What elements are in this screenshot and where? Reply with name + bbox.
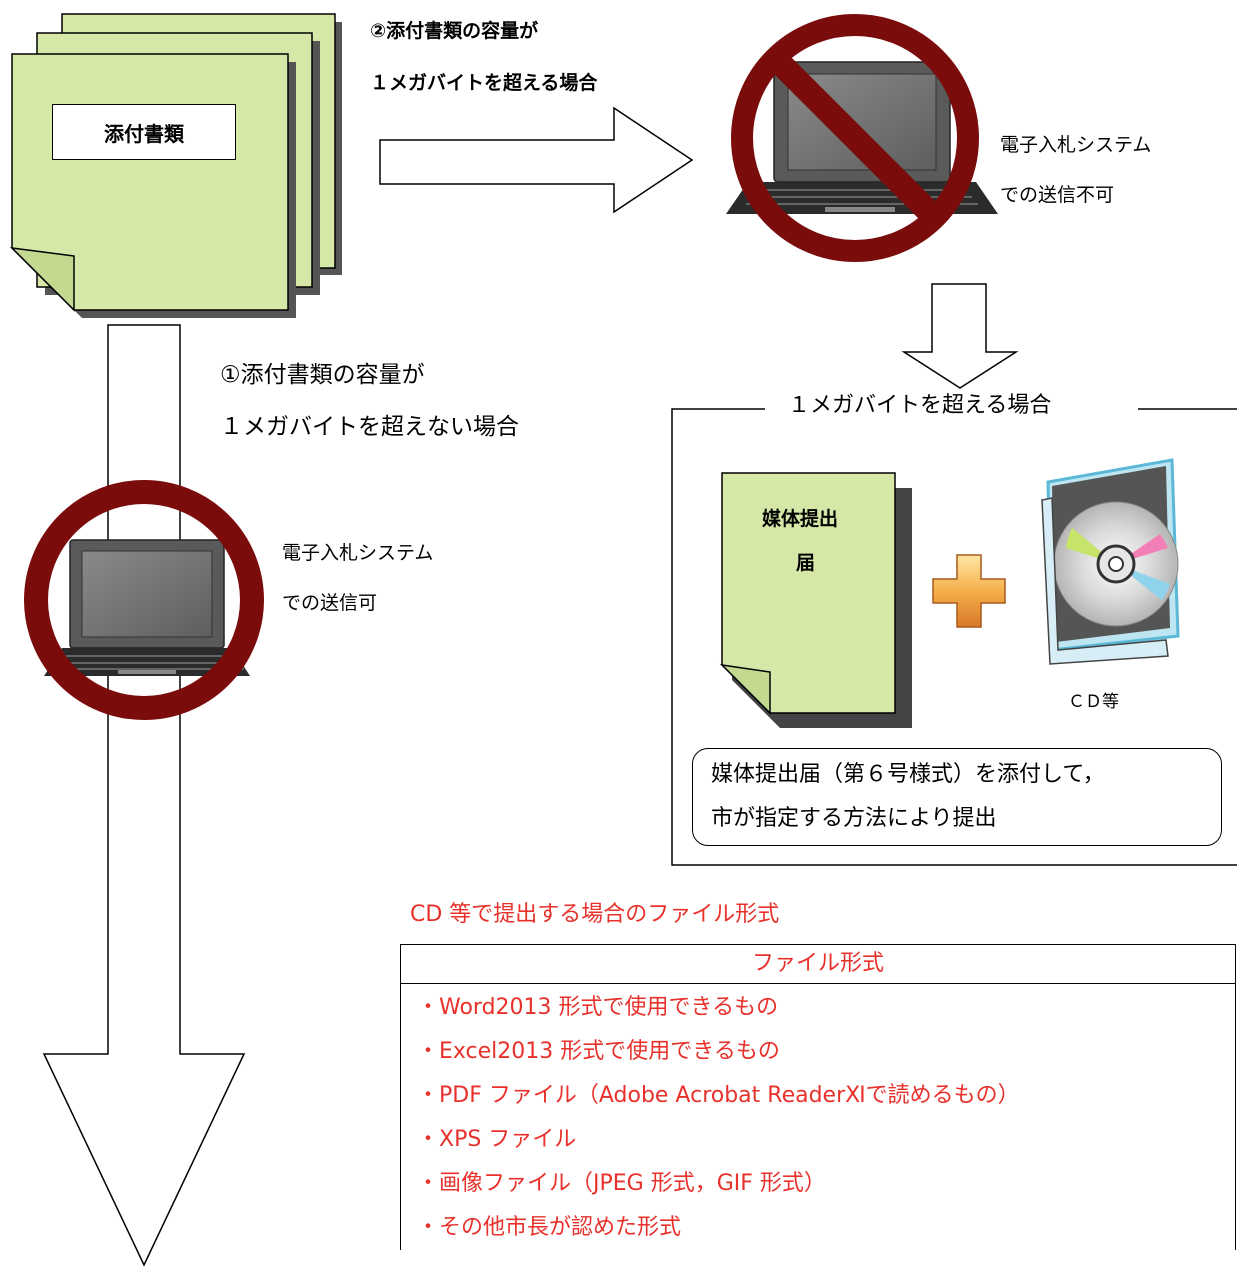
format-item: ・PDF ファイル（Adobe Acrobat ReaderⅪで読めるもの） — [417, 1083, 1020, 1108]
cd-label: ＣＤ等 — [1068, 692, 1119, 712]
note-line1: 媒体提出届（第６号様式）を添付して， — [711, 762, 1105, 787]
note-line2: 市が指定する方法により提出 — [711, 806, 997, 831]
documents-stack-icon — [9, 13, 342, 318]
formats-caption: CD 等で提出する場合のファイル形式 — [410, 902, 780, 927]
plus-icon — [932, 554, 1006, 628]
formats-list: ・Word2013 形式で使用できるもの ・Excel2013 形式で使用できる… — [400, 983, 1236, 1250]
prohibit-sign-icon — [731, 14, 979, 262]
formats-table-header: ファイル形式 — [400, 944, 1236, 984]
media-form-label-line1: 媒体提出 — [762, 508, 839, 530]
submission-note-box: 媒体提出届（第６号様式）を添付して， 市が指定する方法により提出 — [692, 748, 1222, 846]
documents-label-text: 添付書類 — [104, 121, 184, 146]
formats-table: ファイル形式 ・Word2013 形式で使用できるもの ・Excel2013 形… — [400, 944, 1236, 1250]
media-form-doc-icon — [719, 472, 912, 728]
can-send-line2: での送信可 — [282, 592, 378, 614]
no-send-line1: 電子入札システム — [1000, 134, 1152, 156]
format-item: ・Word2013 形式で使用できるもの — [417, 995, 779, 1020]
case1-line1: ①添付書類の容量が — [220, 362, 425, 388]
cd-case-icon — [1041, 458, 1180, 665]
format-item: ・XPS ファイル — [417, 1127, 577, 1152]
over-box-title: １メガバイトを超える場合 — [788, 393, 1052, 418]
case2-line2: １メガバイトを超える場合 — [370, 72, 598, 94]
right-arrow — [379, 106, 694, 214]
down-arrow-long — [42, 324, 246, 1267]
can-send-laptop-icon — [44, 539, 250, 676]
over-box-frame — [671, 408, 1237, 866]
case2-line1: ②添付書類の容量が — [370, 20, 539, 42]
format-item: ・その他市長が認めた形式 — [417, 1215, 682, 1240]
case1-line2: １メガバイトを超えない場合 — [220, 414, 519, 440]
documents-label: 添付書類 — [52, 104, 236, 160]
format-item: ・Excel2013 形式で使用できるもの — [417, 1039, 780, 1064]
format-item: ・画像ファイル（JPEG 形式，GIF 形式） — [417, 1171, 826, 1196]
media-form-label-line2: 届 — [796, 552, 816, 574]
can-send-line1: 電子入札システム — [282, 542, 434, 564]
down-arrow-small — [901, 283, 1019, 389]
ok-circle-icon — [24, 480, 264, 720]
no-send-line2: での送信不可 — [1000, 184, 1115, 206]
